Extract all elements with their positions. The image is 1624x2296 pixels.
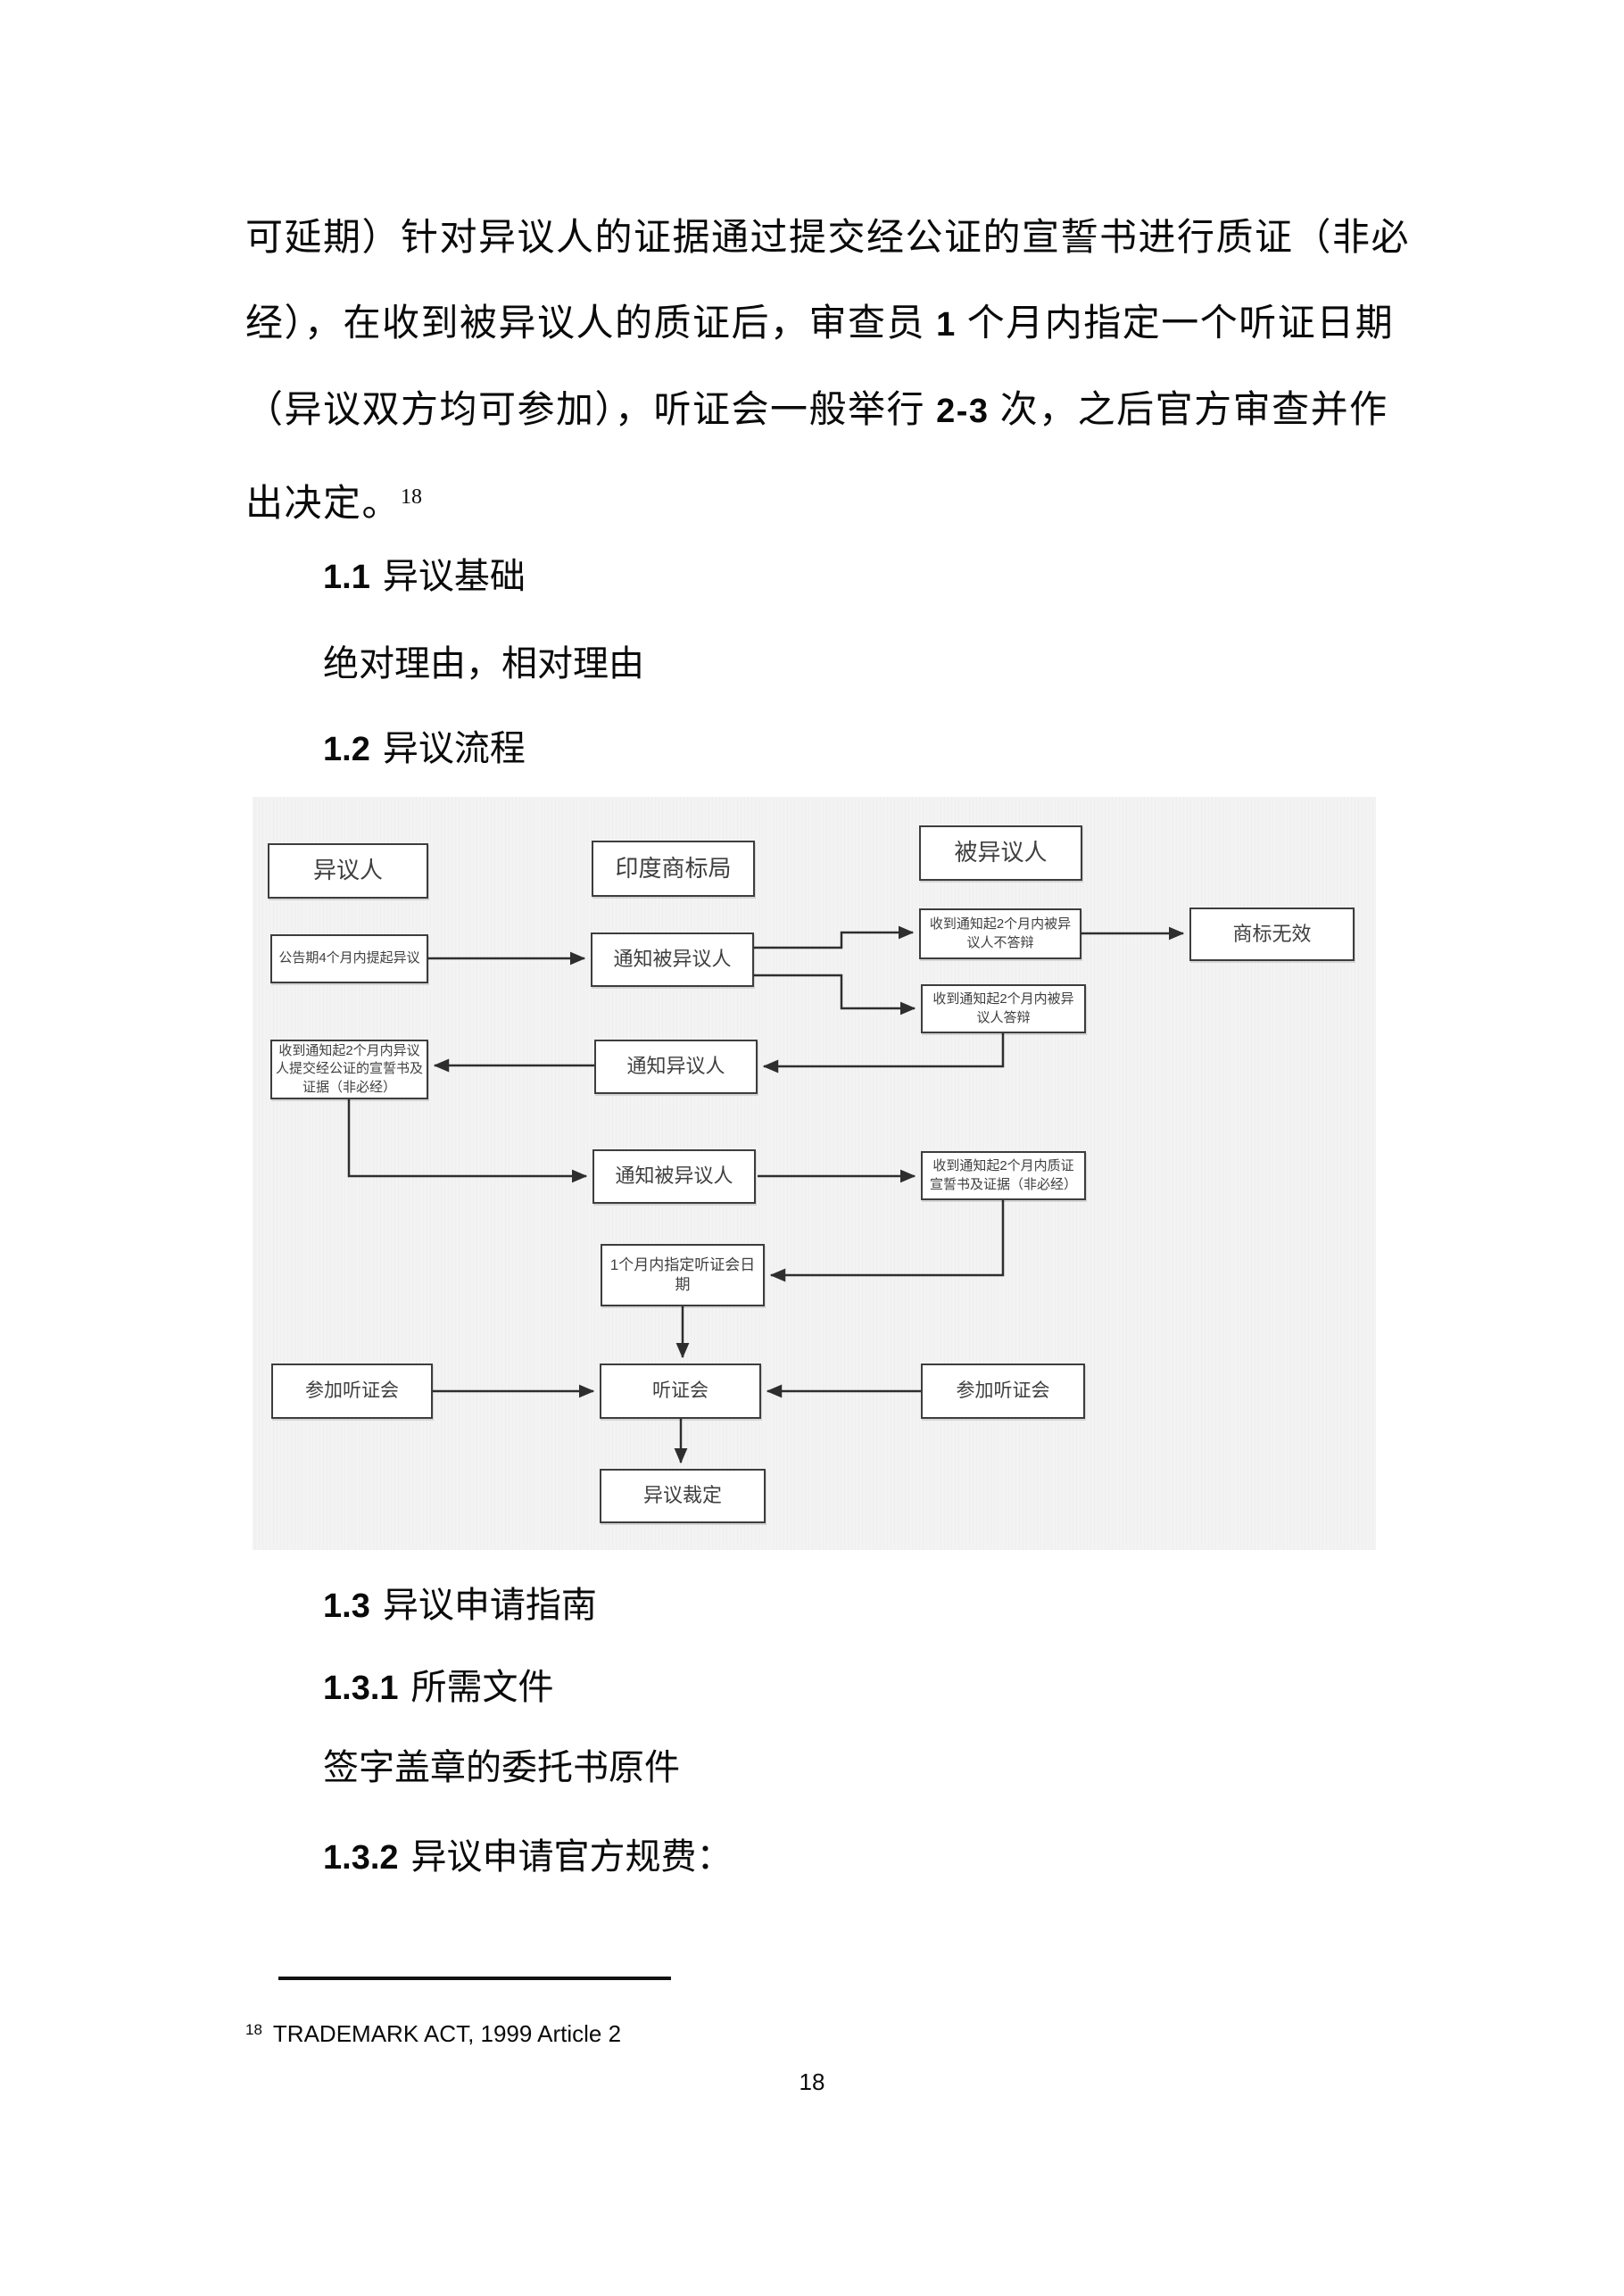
page-number: 18 [799,2068,825,2095]
subheading-documents: 签字盖章的委托书原件 [323,1747,680,1787]
paragraph-line-3-pre: （异议双方均可参加），听证会一般举行 [245,390,926,431]
node-attend-hearing-left: 参加听证会 [271,1364,433,1419]
node-no-defense: 收到通知起2个月内被异议人不答辩 [919,908,1081,959]
footnote: 18 TRADEMARK ACT, 1999 Article 2 [245,2015,622,2047]
heading-number: 1.3.1 [323,1670,399,1707]
node-set-hearing-date: 1个月内指定听证会日期 [601,1244,765,1306]
heading-text: 异议申请指南 [382,1585,597,1625]
arrow-affidavit-to-notify2 [347,1091,588,1183]
heading-1-3-2: 1.3.2 异议申请官方规费： [323,1833,733,1881]
paragraph-line-2-pre: 经），在收到被异议人的质证后，审查员 [245,303,926,344]
heading-1-3: 1.3 异议申请指南 [323,1581,597,1629]
node-opponent-affidavit: 收到通知起2个月内异议人提交经公证的宣誓书及证据（非必经） [270,1040,428,1099]
footnote-reference-marker: 18 [401,485,423,509]
node-opposition-ruling: 异议裁定 [600,1469,766,1523]
heading-1-2: 1.2 异议流程 [323,725,526,773]
node-announce-opposition: 公告期4个月内提起异议 [270,934,428,983]
inline-number: 2-3 [925,393,1000,430]
heading-number: 1.1 [323,559,370,596]
paragraph-line-3: （异议双方均可参加），听证会一般举行 2-3 次，之后官方审查并作 [245,386,1396,435]
arrow-notify1-to-nodefense [754,925,915,949]
node-defense-filed: 收到通知起2个月内被异议人答辩 [921,984,1086,1033]
paragraph-line-2: 经），在收到被异议人的质证后，审查员 1 个月内指定一个听证日期 [245,300,1396,348]
node-notify-opposed-2: 通知被异议人 [592,1149,756,1204]
node-trademark-office: 印度商标局 [592,841,755,897]
paragraph-line-2-post: 个月内指定一个听证日期 [966,303,1395,344]
node-hearing: 听证会 [600,1364,761,1419]
heading-text: 异议流程 [382,728,526,768]
heading-number: 1.2 [323,731,370,768]
node-cross-exam-affidavit: 收到通知起2个月内质证宣誓书及证据（非必经） [921,1151,1086,1200]
arrow-crossexam-to-sethearing [769,1200,1005,1282]
paragraph-line-4-text: 出决定。 [245,484,402,525]
arrow-notify1-to-defense [754,974,916,1015]
heading-number: 1.3.2 [323,1839,399,1877]
heading-text: 异议基础 [382,556,526,596]
paragraph-line-3-post: 次，之后官方审查并作 [999,390,1388,431]
node-opposed-party: 被异议人 [919,825,1082,881]
heading-text: 异议申请官方规费： [410,1836,733,1877]
inline-number: 1 [925,306,967,344]
node-notify-opposed-1: 通知被异议人 [591,932,754,987]
footnote-number: 18 [245,2021,262,2038]
node-trademark-invalid: 商标无效 [1189,908,1355,961]
node-attend-hearing-right: 参加听证会 [921,1364,1085,1419]
footnote-text: TRADEMARK ACT, 1999 Article 2 [272,2020,622,2047]
node-notify-opponent: 通知异议人 [594,1040,758,1094]
heading-text: 所需文件 [410,1667,554,1707]
arrow-defense-to-notifyopponent [762,1033,1005,1073]
paragraph-line-4: 出决定。18 [245,473,1396,525]
flowchart-arrows [347,925,1185,1464]
heading-1-1: 1.1 异议基础 [323,552,526,601]
flowchart-panel: 异议人 印度商标局 被异议人 公告期4个月内提起异议 通知被异议人 收到通知起2… [253,797,1376,1550]
heading-1-3-1: 1.3.1 所需文件 [323,1663,554,1712]
node-opponent: 异议人 [268,843,428,899]
paragraph-line-1: 可延期）针对异议人的证据通过提交经公证的宣誓书进行质证（非必 [245,218,1411,259]
subheading-grounds: 绝对理由，相对理由 [323,643,644,684]
footnote-separator [278,1977,671,1980]
heading-number: 1.3 [323,1587,370,1625]
